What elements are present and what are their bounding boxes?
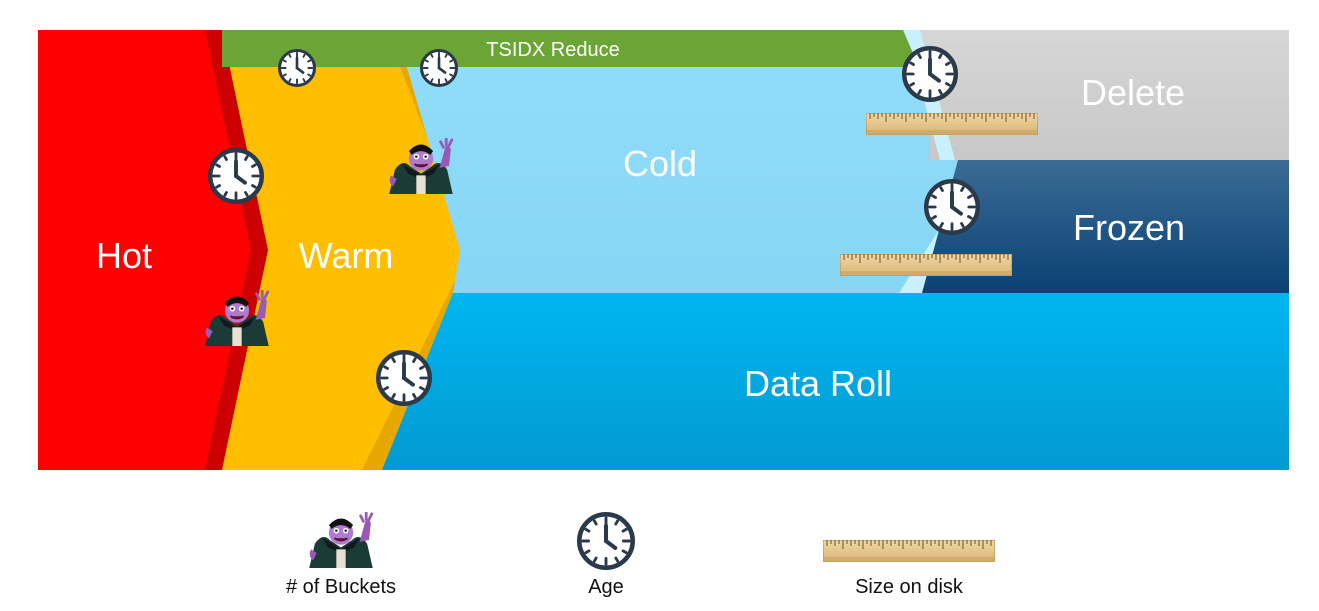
frozen-zone	[922, 160, 1289, 293]
legend-age: Age	[496, 512, 716, 599]
clock-icon	[577, 512, 635, 570]
hot-zone-edge	[205, 30, 268, 470]
hot-label: Hot	[96, 235, 152, 276]
legend-buckets-label: # of Buckets	[285, 576, 397, 598]
clock-icon	[210, 150, 262, 202]
warm-label: Warm	[299, 235, 394, 276]
count-character-icon	[307, 512, 375, 568]
ruler-icon	[823, 540, 995, 562]
delete-zone	[930, 30, 1289, 160]
legend-size: Size on disk	[799, 512, 1019, 599]
data-roll-zone	[382, 293, 1289, 470]
clock-icon	[926, 181, 978, 233]
data-roll-label: Data Roll	[744, 363, 892, 404]
legend-size-label: Size on disk	[855, 576, 963, 598]
cold-label: Cold	[623, 143, 697, 184]
tsidx-reduce-label: TSIDX Reduce	[486, 39, 619, 61]
clock-icon	[378, 352, 430, 404]
ruler-icon	[866, 113, 1038, 135]
delete-label: Delete	[1081, 72, 1185, 113]
legend-buckets: # of Buckets	[231, 512, 451, 599]
clock-icon	[278, 49, 316, 87]
clock-icon	[420, 49, 458, 87]
ruler-icon	[840, 254, 1012, 276]
clock-icon	[904, 48, 956, 100]
frozen-label: Frozen	[1073, 207, 1185, 248]
legend-age-label: Age	[588, 576, 624, 598]
tsidx-reduce-band	[222, 30, 919, 67]
